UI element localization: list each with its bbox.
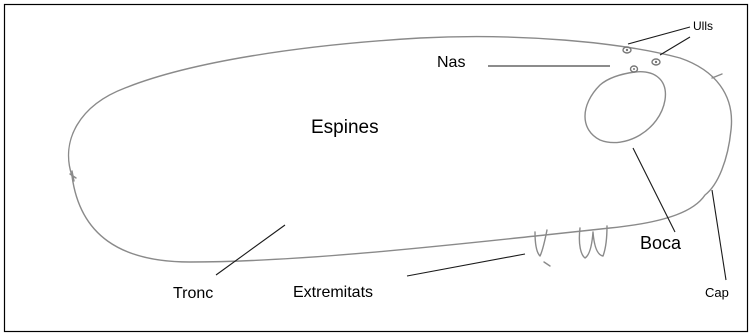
figure-frame bbox=[3, 3, 749, 333]
leg-left bbox=[534, 229, 548, 257]
leader-ulls-2 bbox=[659, 36, 691, 56]
right-mark bbox=[711, 73, 723, 79]
eye-right bbox=[651, 58, 661, 66]
label-tronc: Tronc bbox=[173, 285, 213, 302]
leader-boca bbox=[632, 147, 676, 233]
leader-tronc bbox=[215, 224, 286, 276]
leg-right bbox=[578, 225, 608, 259]
nose-dot bbox=[633, 68, 635, 70]
eye-left bbox=[622, 46, 632, 54]
mouth-outline bbox=[584, 71, 667, 144]
eye-left-pupil bbox=[625, 48, 629, 52]
label-ulls: Ulls bbox=[693, 19, 713, 33]
body-outline bbox=[67, 35, 733, 263]
label-boca: Boca bbox=[640, 233, 682, 253]
leader-cap bbox=[711, 189, 727, 281]
left-mark bbox=[69, 170, 77, 182]
eye-right-pupil bbox=[654, 60, 658, 64]
leader-ulls-1 bbox=[627, 26, 691, 45]
label-extremitats: Extremitats bbox=[293, 284, 373, 301]
label-cap: Cap bbox=[705, 285, 729, 300]
nose bbox=[629, 65, 639, 73]
label-espines: Espines bbox=[311, 117, 379, 138]
small-stroke bbox=[543, 261, 551, 267]
label-nas: Nas bbox=[437, 54, 465, 71]
leader-extremitats bbox=[406, 253, 526, 277]
